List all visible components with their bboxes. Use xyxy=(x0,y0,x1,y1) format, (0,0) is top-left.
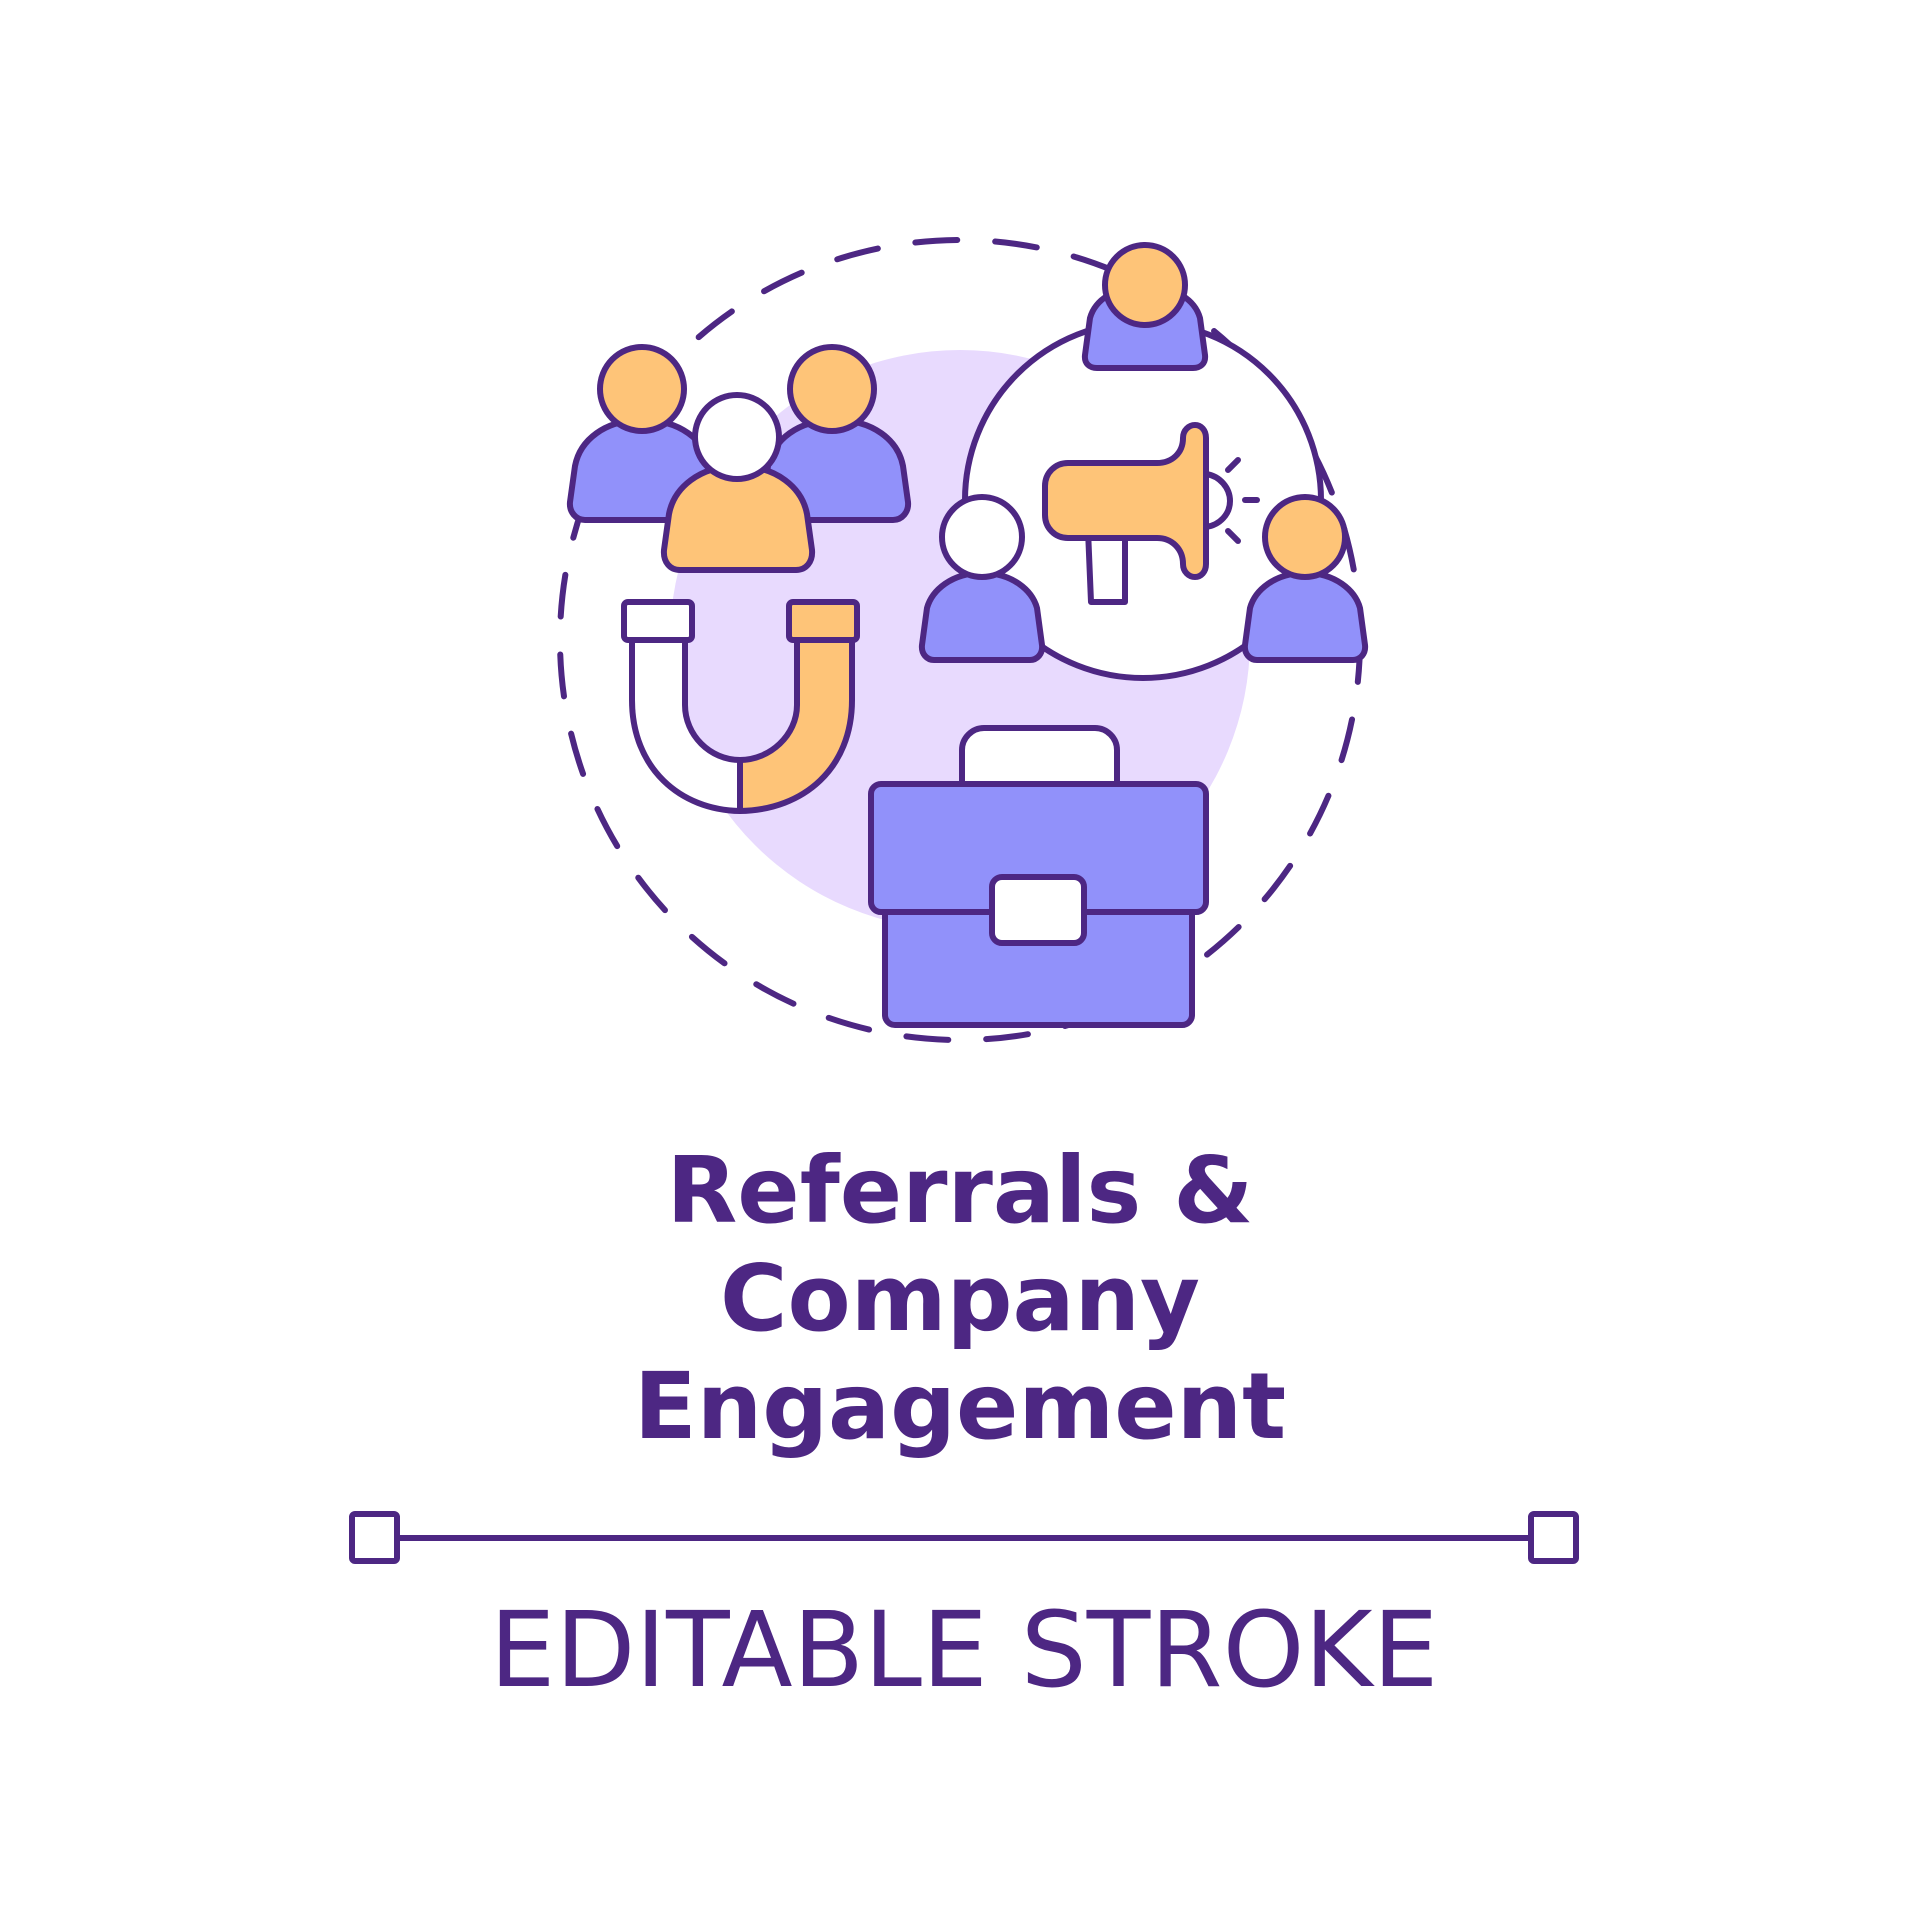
network-people-icon xyxy=(918,242,1369,681)
magnet-right-cap xyxy=(786,599,860,643)
briefcase-handle xyxy=(959,725,1120,787)
magnet-right-arm xyxy=(737,637,855,814)
title-line-3: Engagement xyxy=(634,1353,1286,1460)
briefcase-clasp xyxy=(989,874,1087,946)
magnet-icon xyxy=(621,599,860,814)
briefcase-icon xyxy=(868,725,1209,1028)
title-line-1: Referrals & xyxy=(666,1137,1253,1244)
title-line-2: Company xyxy=(720,1245,1200,1352)
group-person-front-body xyxy=(660,463,816,573)
stroke-indicator xyxy=(349,1511,1579,1564)
network-person-left xyxy=(918,494,1046,663)
group-person-back-right-head xyxy=(787,344,877,434)
megaphone-icon xyxy=(1042,422,1260,605)
group-person-front-head xyxy=(692,392,782,482)
network-person-right xyxy=(1241,494,1369,663)
footer-label: EDITABLE STROKE xyxy=(490,1589,1439,1711)
people-group-icon xyxy=(566,344,912,573)
network-person-top xyxy=(1081,242,1209,371)
magnet-left-cap xyxy=(621,599,695,643)
stroke-indicator-right-handle xyxy=(1528,1511,1579,1564)
group-person-back-left-head xyxy=(597,344,687,434)
stroke-indicator-left-handle xyxy=(349,1511,400,1564)
